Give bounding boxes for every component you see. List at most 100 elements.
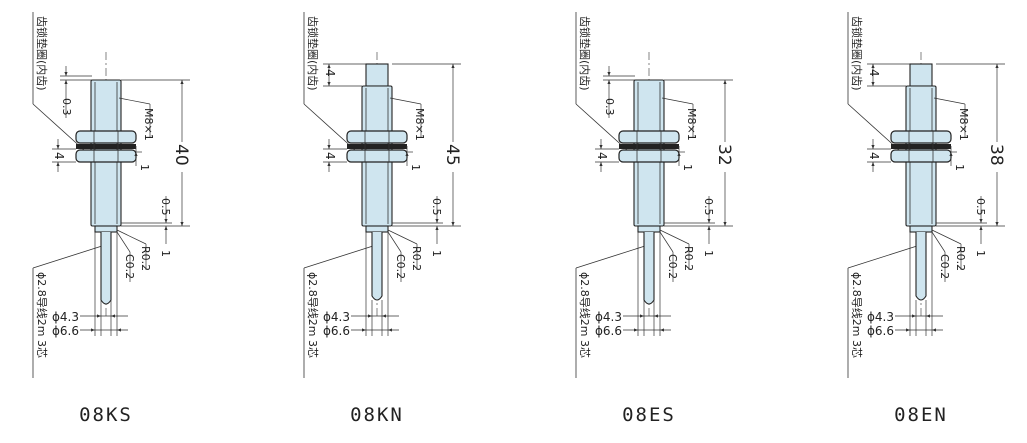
thread-spec-label: M8×1	[685, 108, 698, 141]
dimension-arrow	[912, 314, 916, 318]
gap-label: 1	[953, 164, 966, 171]
chamfer-leader	[931, 231, 946, 253]
cable-diameter-label: ϕ4.3	[323, 310, 350, 324]
dimension-arrow	[599, 162, 603, 166]
dim-gap	[718, 142, 732, 172]
dimension-arrow	[382, 314, 386, 318]
head-length-label: 4	[867, 69, 881, 77]
dimension-arrow	[111, 314, 115, 318]
dimension-arrow	[327, 82, 331, 86]
shoulder-label: 1	[974, 250, 987, 257]
dimension-arrow	[660, 328, 664, 332]
lock-washer	[347, 144, 407, 149]
figure-08kn: 齿锁垫圈(内齿)ϕ2.8导线2m 3芯4544M8×110.51R0.2C0.2…	[303, 12, 462, 426]
dimension-arrow	[117, 328, 121, 332]
dimension-arrow	[949, 152, 953, 156]
thread-spec-label: M8×1	[957, 108, 970, 141]
dimension-arrow	[435, 219, 439, 223]
dimension-arrow	[327, 64, 331, 68]
dim-gap	[990, 142, 1004, 172]
hex-nut-upper	[346, 130, 408, 144]
radius-label: R0.2	[139, 246, 152, 271]
shoulder-label: 1	[702, 250, 715, 257]
dimension-arrow	[654, 314, 658, 318]
dimension-arrow	[327, 162, 331, 166]
dimension-arrow	[707, 226, 711, 230]
cable-note: ϕ2.8导线2m 3芯	[850, 272, 864, 358]
dimension-arrow	[97, 314, 101, 318]
chamfer-label: C0.2	[938, 254, 951, 279]
note-leader-top	[303, 103, 356, 151]
dimension-arrow	[871, 64, 875, 68]
model-label: 08ES	[622, 404, 676, 426]
dimension-arrow	[164, 219, 168, 223]
shoulder-label: 1	[159, 250, 172, 257]
lock-washer-note: 齿锁垫圈(内齿)	[306, 16, 320, 91]
cable	[100, 232, 112, 305]
lock-washer	[891, 144, 951, 149]
figure-08ks: 齿锁垫圈(内齿)ϕ2.8导线2m 3芯400.34M8×110.51R0.2C0…	[32, 12, 191, 426]
cable	[915, 232, 927, 301]
overall-length-label: 32	[714, 144, 734, 166]
dim-gap	[175, 142, 189, 172]
cable-boot	[637, 225, 661, 233]
cable-diameter-label: ϕ4.3	[867, 310, 894, 324]
nut-thickness-label: 4	[323, 152, 337, 160]
dimension-arrow	[180, 222, 184, 226]
cable	[371, 232, 383, 301]
nut-thickness-label: 4	[595, 152, 609, 160]
dimension-arrow	[932, 328, 936, 332]
step-label: 0.5	[702, 198, 715, 216]
dimension-arrow	[607, 80, 611, 84]
step-label: 0.5	[159, 198, 172, 216]
gap-label: 1	[138, 164, 151, 171]
chamfer-leader	[659, 231, 674, 253]
cable-note: ϕ2.8导线2m 3芯	[35, 272, 49, 358]
radius-label: R0.2	[682, 246, 695, 271]
note-leader-top	[847, 103, 900, 151]
hex-nut-lower	[346, 149, 408, 163]
note-leader-top	[32, 103, 85, 151]
hex-nut-upper	[618, 130, 680, 144]
chamfer-label: C0.2	[666, 254, 679, 279]
dimension-arrow	[64, 80, 68, 84]
dimension-arrow	[979, 219, 983, 223]
dimension-arrow	[64, 72, 68, 76]
note-leader-cable	[303, 245, 374, 269]
note-leader-cable	[32, 245, 103, 269]
model-label: 08EN	[894, 404, 948, 426]
dimension-arrow	[599, 145, 603, 149]
cable-diameter-label: ϕ4.3	[52, 310, 79, 324]
radius-leader	[931, 229, 962, 245]
thread-leader	[933, 97, 966, 105]
cable-diameter-label: ϕ4.3	[595, 310, 622, 324]
cable-note: ϕ2.8导线2m 3芯	[306, 272, 320, 358]
note-leader-cable	[847, 245, 918, 269]
thread-spec-label: M8×1	[142, 108, 155, 141]
model-label: 08KN	[350, 404, 404, 426]
dimension-arrow	[134, 152, 138, 156]
radius-label: R0.2	[410, 246, 423, 271]
dimension-arrow	[871, 82, 875, 86]
lock-washer-note: 齿锁垫圈(内齿)	[850, 16, 864, 91]
dimension-arrow	[979, 226, 983, 230]
figure-08es: 齿锁垫圈(内齿)ϕ2.8导线2m 3芯320.34M8×110.51R0.2C0…	[575, 12, 734, 426]
dimension-arrow	[405, 152, 409, 156]
dimension-arrow	[327, 145, 331, 149]
radius-leader	[116, 229, 147, 245]
dimension-arrow	[91, 328, 95, 332]
dimension-arrow	[926, 314, 930, 318]
hex-nut-lower	[890, 149, 952, 163]
lock-washer	[76, 144, 136, 149]
dimension-arrow	[368, 314, 372, 318]
chamfer-label: C0.2	[123, 254, 136, 279]
dimension-arrow	[707, 219, 711, 223]
shoulder-label: 1	[430, 250, 443, 257]
sensing-head	[365, 63, 389, 87]
chamfer-leader	[116, 231, 131, 253]
dimension-arrow	[435, 226, 439, 230]
cable-boot	[94, 225, 118, 233]
dimension-arrow	[164, 226, 168, 230]
hex-nut-lower	[618, 149, 680, 163]
